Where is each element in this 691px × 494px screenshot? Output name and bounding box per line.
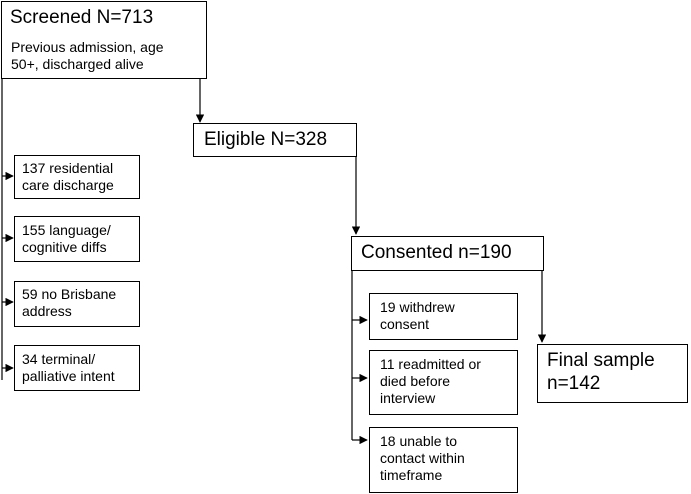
exclusion-label-4: 34 terminal/ palliative intent (22, 351, 115, 384)
loss-box-1: 19 withdrew consent (369, 293, 518, 340)
loss-label-3: 18 unable to contact within timeframe (380, 433, 465, 483)
screened-subtitle: Previous admission, age 50+, discharged … (11, 39, 164, 72)
screened-box: Screened N=713 Previous admission, age 5… (1, 1, 207, 79)
loss-label-2: 11 readmitted or died before interview (380, 356, 481, 406)
final-title: Final sample n=142 (547, 350, 655, 394)
eligible-box: Eligible N=328 (193, 123, 357, 157)
consented-box: Consented n=190 (351, 236, 544, 271)
exclusion-box-1: 137 residential care discharge (14, 155, 140, 199)
consented-title: Consented n=190 (361, 242, 512, 263)
loss-box-3: 18 unable to contact within timeframe (369, 427, 518, 493)
exclusion-label-3: 59 no Brisbane address (22, 286, 117, 319)
exclusion-box-3: 59 no Brisbane address (14, 281, 140, 327)
exclusion-box-2: 155 language/ cognitive diffs (14, 216, 140, 262)
exclusion-box-4: 34 terminal/ palliative intent (14, 345, 140, 391)
exclusion-label-1: 137 residential care discharge (22, 160, 114, 193)
exclusion-label-2: 155 language/ cognitive diffs (22, 222, 111, 255)
screened-title: Screened N=713 (10, 7, 154, 28)
loss-label-1: 19 withdrew consent (380, 299, 455, 332)
final-box: Final sample n=142 (537, 344, 688, 403)
loss-box-2: 11 readmitted or died before interview (369, 350, 518, 415)
eligible-title: Eligible N=328 (204, 129, 328, 150)
